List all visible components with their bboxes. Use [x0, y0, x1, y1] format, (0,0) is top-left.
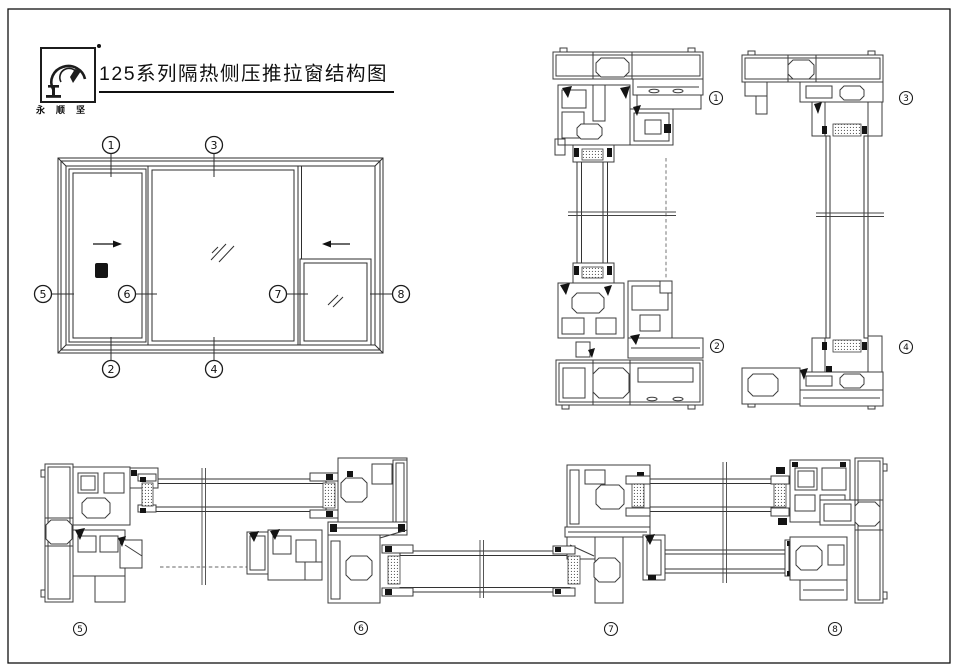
detail-callout-4-label: 4 — [903, 343, 909, 353]
page-title: 125系列隔热侧压推拉窗结构图 — [99, 57, 395, 93]
glass-symbol-small — [327, 294, 344, 308]
section-5-jamb-profile — [40, 463, 159, 603]
elevation-callout-2: 2 — [101, 337, 121, 379]
detail-callout-7-label: 7 — [608, 625, 614, 635]
slide-arrow-right — [93, 240, 122, 248]
slide-arrow-left — [322, 240, 350, 248]
elevation-callout-7: 7 — [268, 284, 308, 304]
elevation-callout-3: 3 — [204, 135, 224, 177]
glass-band-small-sash — [664, 549, 791, 574]
brand-logo — [40, 47, 96, 103]
detail-callout-3: 3 — [898, 90, 914, 106]
glass-band-fixed-middle — [399, 550, 571, 593]
elevation-callout-4-label: 4 — [211, 363, 218, 376]
glass-symbol-middle — [210, 243, 235, 263]
elevation-callout-1: 1 — [101, 135, 121, 177]
trademark-dot — [97, 44, 101, 48]
elevation-callout-3-label: 3 — [211, 139, 218, 152]
logo-glyph — [46, 85, 61, 98]
break-line-a — [568, 211, 676, 216]
section-7-meeting-profile — [552, 464, 666, 604]
elevation-callout-8: 8 — [370, 284, 411, 304]
glass-column-a — [576, 161, 608, 264]
elevation-middle-panel — [147, 165, 299, 346]
detail-callout-2-label: 2 — [714, 342, 720, 352]
detail-callout-8-label: 8 — [832, 625, 838, 635]
elevation-callout-6-label: 6 — [124, 288, 131, 301]
elevation-callout-4: 4 — [204, 337, 224, 379]
detail-callout-1: 1 — [708, 90, 724, 106]
glass-band-left-sash — [152, 478, 327, 512]
detail-callout-4: 4 — [898, 339, 914, 355]
glass-column-b — [825, 135, 869, 339]
elevation-callout-6: 6 — [117, 284, 157, 304]
detail-callout-1-label: 1 — [713, 94, 719, 104]
elevation-small-sash — [299, 258, 372, 346]
vertical-section-column-a: 1 2 — [552, 47, 725, 410]
elevation-callout-7-label: 7 — [275, 288, 282, 301]
horizontal-section-strip: 5 6 7 8 — [40, 457, 888, 637]
section-3-head-profile — [741, 50, 884, 137]
brand-logo-mark — [46, 64, 87, 98]
elevation-view: 1 3 2 4 5 — [33, 135, 411, 379]
detail-callout-6: 6 — [353, 620, 369, 636]
glass-band-fixed-right — [649, 478, 774, 512]
break-line-band1 — [201, 468, 206, 585]
section-2-sill-profile — [555, 262, 704, 410]
elevation-callout-5-label: 5 — [40, 288, 47, 301]
track-cap-profiles — [246, 529, 323, 581]
sash-handle — [95, 263, 108, 278]
detail-callout-5: 5 — [72, 621, 88, 637]
detail-callout-5-label: 5 — [77, 625, 83, 635]
break-line-band3 — [722, 462, 727, 583]
elevation-callout-5: 5 — [33, 284, 74, 304]
logo-arrow — [70, 69, 81, 83]
vertical-section-column-b: 3 4 — [741, 50, 914, 410]
detail-callout-8: 8 — [827, 621, 843, 637]
elevation-callout-8-label: 8 — [398, 288, 405, 301]
detail-callout-3-label: 3 — [903, 94, 909, 104]
detail-callout-6-label: 6 — [358, 624, 364, 634]
detail-callout-2: 2 — [709, 338, 725, 354]
sheet-border — [7, 8, 951, 664]
elevation-callout-1-label: 1 — [108, 139, 115, 152]
break-line-b — [816, 212, 884, 217]
section-6-interlock-profile — [309, 457, 414, 604]
elevation-left-sash — [68, 168, 147, 343]
elevation-callout-2-label: 2 — [108, 363, 115, 376]
section-1-head-profile — [552, 47, 704, 163]
brand-name: 永顺坚 — [36, 105, 97, 115]
break-line-band2 — [479, 540, 484, 598]
section-8-jamb-profile — [770, 457, 888, 604]
section-4-sill-profile — [741, 335, 884, 410]
detail-callout-7: 7 — [603, 621, 619, 637]
